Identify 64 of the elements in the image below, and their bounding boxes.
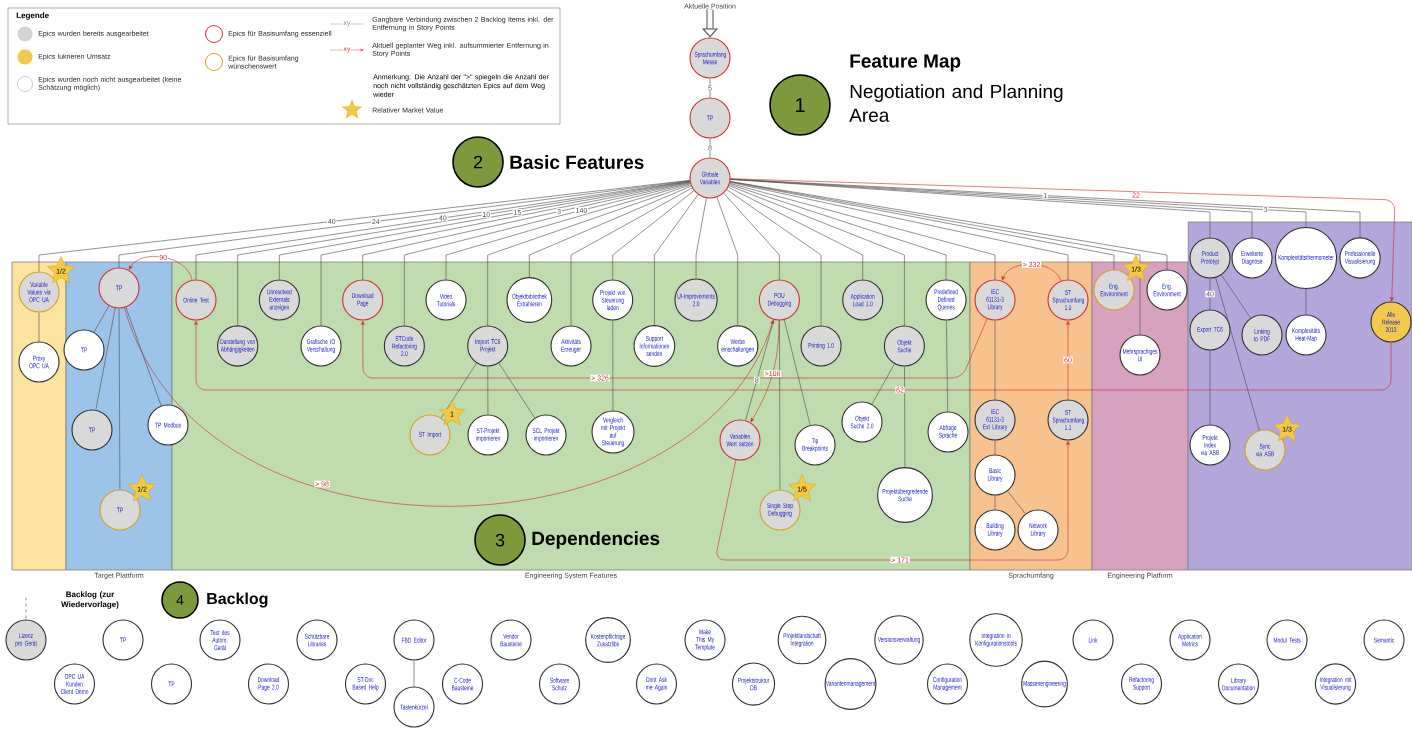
connector-line [570,187,693,326]
connector-line [726,189,822,326]
connector-line [445,183,691,280]
connector-line [125,307,162,406]
connector-line [413,660,415,687]
connector-line [723,192,780,280]
arrow [730,178,1395,302]
arrow [702,9,718,38]
connector-line [195,180,690,280]
connector-line [118,308,121,490]
connector-line [729,181,1141,335]
subtitle: Negotiation and Planning Area [849,84,1063,122]
connector-line [118,180,690,268]
connector-line [695,197,707,279]
arrow [1066,321,1070,400]
connector-line [994,440,996,455]
arrow [129,256,193,281]
connector-line [728,186,864,280]
connector-line [709,78,711,98]
connector-line [728,185,905,326]
connector-line [729,182,1069,280]
connector-line [729,183,996,280]
heading: Backlog [207,592,268,608]
connector-line [1209,278,1211,310]
connector-line [994,320,996,400]
connector-line [1221,274,1251,319]
connector-line [716,197,738,326]
heading: Legende [16,12,49,20]
connector-line [1305,288,1307,315]
connector-line [1215,277,1260,431]
connector-line [498,362,536,419]
arrow [716,441,1070,561]
connector-line [362,182,691,280]
connector-line [487,366,489,415]
connector-line [612,190,695,280]
connector-line [994,495,996,510]
connector-line [612,320,614,411]
connector-line [38,312,40,342]
arrow [194,321,1392,391]
connector-line [729,184,947,280]
connector-line [93,305,110,333]
connector-line [25,597,27,620]
connector-line [1007,490,1026,515]
connector-line [95,307,116,411]
connector-line [871,363,895,405]
connector-line [779,320,781,490]
connector-line [487,184,691,326]
arrow [124,307,774,507]
connector-line [404,182,691,326]
connector-line [529,185,692,278]
connector-line [1209,350,1211,425]
heading: Feature Map [850,54,961,72]
connector-line [904,366,906,468]
connector-line [709,138,711,158]
arrow [1001,263,1062,281]
heading: Backlog (zur Wiedervorlage) [61,591,119,609]
connector-line [784,319,811,426]
arrow [360,318,988,379]
connector-line [946,320,948,412]
connector-line [279,181,691,280]
connector-line [654,194,699,326]
heading: Basic Features [510,155,644,169]
connector-line [320,181,691,326]
connector-line [730,178,1361,238]
